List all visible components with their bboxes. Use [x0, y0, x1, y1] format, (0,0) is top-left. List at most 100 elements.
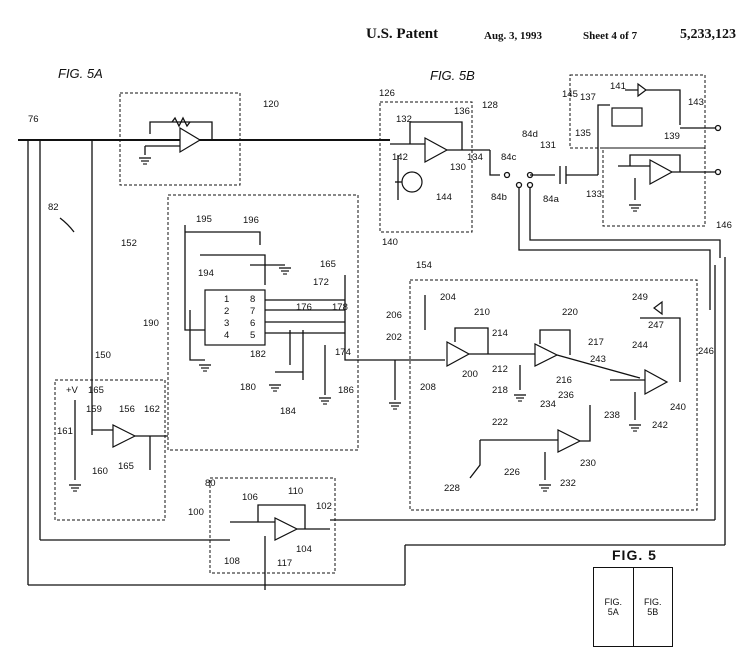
ref-84c: 84c	[501, 152, 517, 163]
ref-228: 228	[444, 483, 460, 494]
ref-137: 137	[580, 92, 596, 103]
ref-165-b: 165	[88, 385, 104, 396]
patent-number: 5,233,123	[680, 27, 736, 42]
ref-218: 218	[492, 385, 508, 396]
ref-144: 144	[436, 192, 452, 203]
ref-196: 196	[243, 215, 259, 226]
ref-128: 128	[482, 100, 498, 111]
ref-178: 178	[332, 302, 348, 313]
sheet-number: Sheet 4 of 7	[583, 30, 638, 42]
ref-217: 217	[588, 337, 604, 348]
ref-190: 190	[143, 318, 159, 329]
ref-150: 150	[95, 350, 111, 361]
ref-84d: 84d	[522, 129, 538, 140]
ref-130: 130	[450, 162, 466, 173]
svg-text:8: 8	[250, 294, 255, 305]
ref-249: 249	[632, 292, 648, 303]
ic-pin-labels: 1 2 3 4 8 7 6 5	[224, 294, 255, 341]
ref-76: 76	[28, 114, 39, 125]
block-128	[379, 101, 500, 233]
arrow-82	[59, 217, 75, 233]
ref-200: 200	[462, 369, 478, 380]
ref-182: 182	[250, 349, 266, 360]
block-120	[119, 92, 241, 186]
key-fig-5a: FIG. 5A	[604, 597, 623, 617]
fig-5b-label: FIG. 5B	[430, 68, 475, 83]
ref-195: 195	[196, 214, 212, 225]
ref-134: 134	[467, 152, 483, 163]
ref-108: 108	[224, 556, 240, 567]
ref-216: 216	[556, 375, 572, 386]
svg-text:5: 5	[250, 330, 255, 341]
ref-220: 220	[562, 307, 578, 318]
ref-180: 180	[240, 382, 256, 393]
ref-100: 100	[188, 507, 204, 518]
ref-141: 141	[610, 81, 626, 92]
ref-plus-v: +V	[66, 385, 79, 396]
ref-152: 152	[121, 238, 137, 249]
ref-165-c: 165	[118, 461, 134, 472]
ref-244: 244	[632, 340, 648, 351]
svg-text:6: 6	[250, 318, 255, 329]
ref-136: 136	[454, 106, 470, 117]
ref-238: 238	[604, 410, 620, 421]
ref-165: 165	[320, 259, 336, 270]
ref-133: 133	[586, 189, 602, 200]
ref-82: 82	[48, 202, 59, 213]
svg-text:3: 3	[224, 318, 229, 329]
svg-text:1: 1	[224, 294, 229, 305]
svg-text:2: 2	[224, 306, 229, 317]
ref-236: 236	[558, 390, 574, 401]
ref-232: 232	[560, 478, 576, 489]
ref-84b: 84b	[491, 192, 507, 203]
ref-206: 206	[386, 310, 402, 321]
fig-5-label: FIG. 5	[612, 547, 657, 563]
ref-126: 126	[379, 88, 395, 99]
fig-5a-label: FIG. 5A	[58, 66, 103, 81]
ref-204: 204	[440, 292, 456, 303]
main-bus-wires	[18, 139, 726, 586]
ref-210: 210	[474, 307, 490, 318]
ref-222: 222	[492, 417, 508, 428]
ref-104: 104	[296, 544, 312, 555]
ref-160: 160	[92, 466, 108, 477]
ref-186: 186	[338, 385, 354, 396]
ref-102: 102	[316, 501, 332, 512]
ref-162: 162	[144, 404, 160, 415]
ref-202: 202	[386, 332, 402, 343]
ref-84a: 84a	[543, 194, 560, 205]
ref-140: 140	[382, 237, 398, 248]
ref-184: 184	[280, 406, 296, 417]
ref-159: 159	[86, 404, 102, 415]
ref-230: 230	[580, 458, 596, 469]
svg-text:7: 7	[250, 306, 255, 317]
switch-84	[503, 166, 721, 310]
block-152	[167, 194, 365, 451]
ref-194: 194	[198, 268, 214, 279]
patent-date: Aug. 3, 1993	[484, 30, 543, 42]
ref-172: 172	[313, 277, 329, 288]
ref-80: 80	[205, 478, 216, 489]
ref-176: 176	[296, 302, 312, 313]
svg-text:4: 4	[224, 330, 229, 341]
ref-146: 146	[716, 220, 732, 231]
key-fig-5b: FIG. 5B	[632, 568, 673, 646]
ref-247: 247	[648, 320, 664, 331]
ref-139: 139	[664, 131, 680, 142]
block-145	[569, 74, 722, 227]
block-80	[209, 477, 336, 590]
figure-layout-key: FIG. 5A FIG. 5B	[593, 567, 673, 647]
ref-240: 240	[670, 402, 686, 413]
ref-120: 120	[263, 99, 279, 110]
ref-132: 132	[396, 114, 412, 125]
ref-145: 145	[562, 89, 578, 100]
block-150	[54, 379, 168, 521]
ref-143: 143	[688, 97, 704, 108]
ref-106: 106	[242, 492, 258, 503]
ref-161: 161	[57, 426, 73, 437]
ref-142: 142	[392, 152, 408, 163]
ref-246: 246	[698, 346, 714, 357]
ref-135: 135	[575, 128, 591, 139]
ref-226: 226	[504, 467, 520, 478]
ref-156: 156	[119, 404, 135, 415]
